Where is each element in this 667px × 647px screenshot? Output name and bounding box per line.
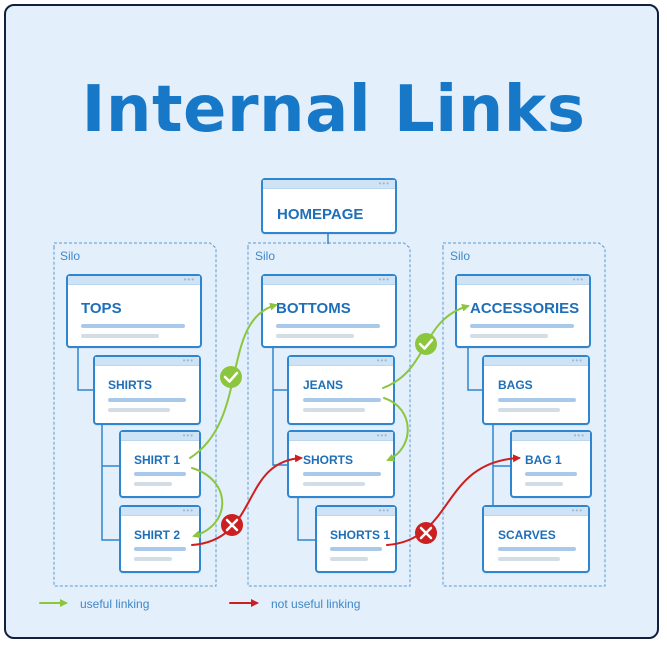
accessories-card[interactable]: ••• ACCESSORIES [455,274,591,348]
bag-1-card[interactable]: ••• BAG 1 [510,430,592,498]
cross-icon [221,514,243,536]
useful-link-shirt1-shirt2 [191,467,224,539]
tops-label: TOPS [81,300,122,317]
shirts-card[interactable]: ••• SHIRTS [93,355,201,425]
silo-border-bottoms [247,242,411,587]
tops-card[interactable]: ••• TOPS [66,274,202,348]
homepage-card[interactable]: ••• HOMEPAGE [261,178,397,234]
homepage-label: HOMEPAGE [277,206,364,223]
scarves-label: SCARVES [498,528,556,542]
accessories-label: ACCESSORIES [470,300,580,317]
silo-border-tops [53,242,217,587]
check-icon [220,366,242,388]
silo-label-tops: Silo [60,249,81,263]
bag-1-label: BAG 1 [525,453,562,467]
bad-link-shirt2-shorts [191,454,303,546]
jeans-card[interactable]: ••• JEANS [287,355,395,425]
bottoms-card[interactable]: ••• BOTTOMS [261,274,397,348]
scarves-card[interactable]: ••• SCARVES [482,505,590,573]
shorts-1-card[interactable]: ••• SHORTS 1 [315,505,397,573]
page-title: Internal Links [81,73,586,147]
legend-not-useful-label: not useful linking [271,597,361,611]
bottoms-label: BOTTOMS [276,300,351,317]
shirt-2-card[interactable]: ••• SHIRT 2 [119,505,201,573]
silo-label-bottoms: Silo [255,249,276,263]
shirt-1-label: SHIRT 1 [134,453,181,467]
bad-link-shorts1-bag1 [386,454,521,546]
shirt-2-label: SHIRT 2 [134,528,181,542]
shorts-card[interactable]: ••• SHORTS [287,430,395,498]
cross-icon [415,522,437,544]
check-icon [415,333,437,355]
useful-link-jeans-shorts [383,397,409,462]
shorts-1-label: SHORTS 1 [330,528,391,542]
shirt-1-card[interactable]: ••• SHIRT 1 [119,430,201,498]
bags-label: BAGS [498,378,533,392]
jeans-label: JEANS [303,378,344,392]
legend-useful-label: useful linking [80,597,150,611]
shirts-label: SHIRTS [108,378,153,392]
silo-border-accessories [442,242,606,587]
shorts-label: SHORTS [303,453,354,467]
bags-card[interactable]: ••• BAGS [482,355,590,425]
silo-label-accessories: Silo [450,249,471,263]
